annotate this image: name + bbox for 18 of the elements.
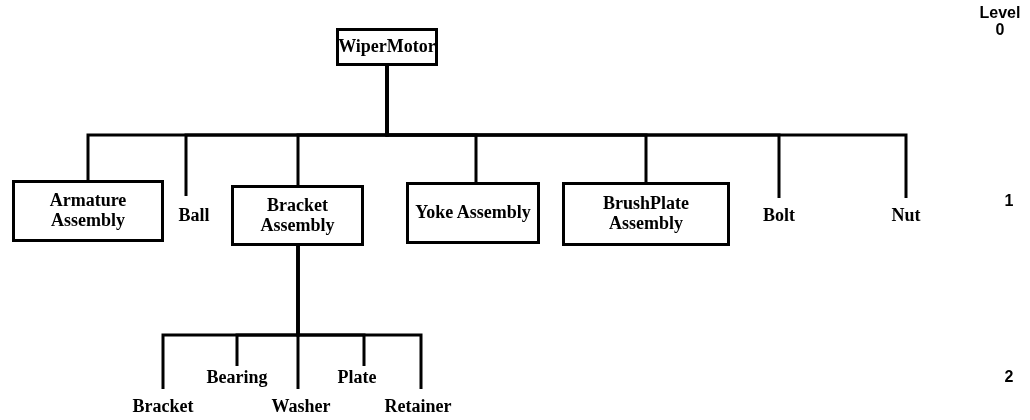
level-label: 1: [1003, 192, 1015, 210]
part-label: Retainer: [368, 389, 468, 417]
level-label: Level: [978, 4, 1022, 22]
assembly-box: BrushPlate Assembly: [562, 182, 730, 246]
part-label: Plate: [326, 366, 388, 388]
part-label: Washer: [256, 389, 346, 417]
part-label: Bearing: [194, 366, 280, 388]
assembly-box: Bracket Assembly: [231, 185, 364, 246]
assembly-box: WiperMotor: [336, 28, 438, 66]
assembly-box: Armature Assembly: [12, 180, 164, 242]
level-label: 0: [994, 21, 1006, 39]
level-label: 2: [1003, 368, 1015, 386]
connector-line: [296, 246, 423, 389]
part-label: Nut: [883, 198, 929, 226]
part-label: Bolt: [755, 198, 803, 226]
part-label: Bracket: [120, 389, 206, 417]
part-label: Ball: [174, 196, 214, 226]
assembly-box: Yoke Assembly: [406, 182, 540, 244]
